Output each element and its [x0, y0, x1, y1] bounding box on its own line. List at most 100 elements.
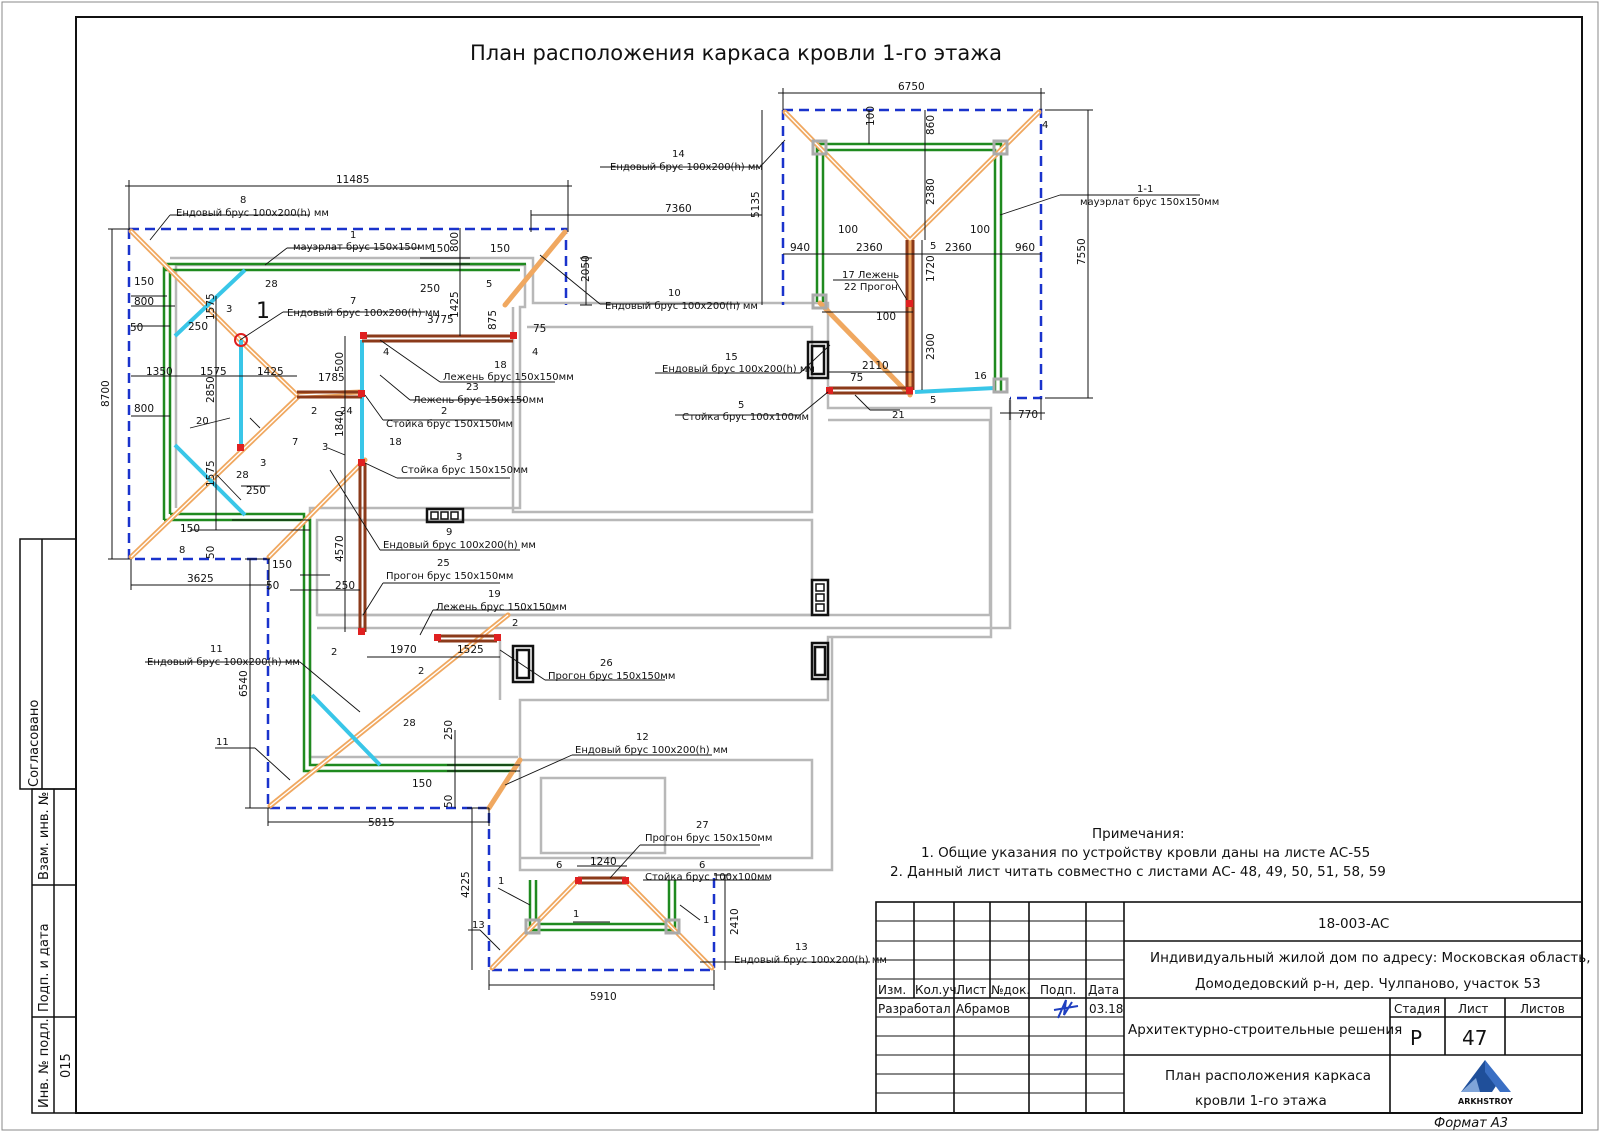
label-27-text: Прогон брус 150x150мм — [645, 833, 772, 844]
dim-770: 770 — [1018, 409, 1038, 421]
stamp-code: 18-003-АС — [1318, 916, 1389, 932]
num-3a: 3 — [226, 304, 232, 315]
stamp-header-izm: Изм. — [878, 983, 906, 997]
dim-1785: 1785 — [318, 372, 345, 384]
side-agreed: Согласовано — [27, 700, 42, 787]
mauerlat-beams — [162, 142, 1003, 932]
dim-4225: 4225 — [460, 871, 472, 898]
element-labels: 8 Ендовый брус 100x200(h) мм 1 мауэрлат … — [147, 120, 1219, 966]
valley-beams-inner — [130, 111, 1040, 969]
side-sign-date: Подп. и дата — [37, 923, 52, 1012]
num-4b: 4 — [532, 347, 538, 358]
num-24: 24 — [340, 406, 353, 417]
dim-8700: 8700 — [100, 380, 112, 407]
num-5b: 5 — [930, 241, 936, 252]
label-23-num: 23 — [466, 382, 479, 393]
logo-text: ARKHSTROY — [1458, 1097, 1513, 1106]
label-2-num: 2 — [441, 406, 447, 417]
num-8b: 8 — [179, 545, 185, 556]
num-4c: 4 — [1042, 120, 1048, 131]
label-7-text: Ендовый брус 100x200(h) мм — [287, 308, 440, 319]
side-stamp — [19, 538, 77, 1114]
dim-500: 500 — [334, 352, 346, 372]
stamp-stage: Р — [1410, 1026, 1422, 1050]
dim-1425a: 1425 — [449, 291, 461, 318]
dim-5910: 5910 — [590, 991, 617, 1003]
chimneys — [425, 340, 830, 684]
num-2a: 2 — [311, 406, 317, 417]
dim-5135: 5135 — [750, 191, 762, 218]
stamp-date: 03.18 — [1089, 1002, 1123, 1016]
notes: Примечания: 1. Общие указания по устройс… — [890, 826, 1386, 880]
num-6b: 6 — [556, 860, 562, 871]
arkhstroy-logo — [1461, 1060, 1511, 1092]
format-label: Формат А3 — [1434, 1116, 1508, 1131]
num-21: 21 — [892, 410, 905, 421]
num-2b: 2 — [512, 618, 518, 629]
dim-100a: 100 — [865, 106, 877, 126]
dim-1525: 1525 — [457, 644, 484, 656]
dim-800c: 800 — [134, 403, 154, 415]
dim-100c: 100 — [970, 224, 990, 236]
label-7-num: 7 — [350, 296, 356, 307]
dim-1575a: 1575 — [205, 293, 217, 320]
num-20: 20 — [196, 416, 209, 427]
stamp-sheet-title2: кровли 1-го этажа — [1195, 1093, 1327, 1109]
dim-1575c: 1575 — [205, 460, 217, 487]
drawing-title: План расположения каркаса кровли 1-го эт… — [470, 41, 1002, 65]
num-4a: 4 — [383, 347, 389, 358]
stamp-header-kol: Кол.уч. — [915, 983, 960, 997]
dim-4570: 4570 — [334, 535, 346, 562]
dim-1840: 1840 — [334, 410, 346, 437]
num-5c: 5 — [930, 395, 936, 406]
label-6-text: Стойка брус 100x100мм — [645, 872, 772, 883]
label-25-text: Прогон брус 150x150мм — [386, 571, 513, 582]
dim-1425b: 1425 — [257, 366, 284, 378]
label-13-num: 13 — [795, 942, 808, 953]
title-block-rows — [876, 920, 1124, 1094]
num-16: 16 — [974, 371, 987, 382]
side-inv-podl: Инв. № подл. — [37, 1018, 52, 1108]
valley-beams — [128, 109, 1042, 971]
label-17: 17 Лежень — [842, 270, 899, 281]
stamp-project-line2: Домодедовский р-н, дер. Чулпаново, участ… — [1195, 976, 1541, 992]
dim-250c: 250 — [246, 485, 266, 497]
dim-250e: 250 — [443, 720, 455, 740]
num-1a: 1 — [256, 299, 270, 324]
num-1d: 1 — [703, 915, 709, 926]
dimension-texts: 11485 8700 7360 6750 7550 5135 860 100 2… — [100, 81, 1088, 1003]
label-2-text: Стойка брус 150x150мм — [386, 419, 513, 430]
label-10-text: Ендовый брус 100x200(h) мм — [605, 301, 758, 312]
stamp-header-doc: №док. — [991, 983, 1030, 997]
dim-150d: 150 — [180, 523, 200, 535]
drawing-frame — [75, 16, 1583, 1114]
label-8-text: Ендовый брус 100x200(h) мм — [176, 208, 329, 219]
label-8-num: 8 — [240, 195, 246, 206]
dim-2360a: 2360 — [856, 242, 883, 254]
dim-860: 860 — [925, 115, 937, 135]
stamp-developer: Абрамов — [956, 1002, 1010, 1016]
dim-7550: 7550 — [1076, 238, 1088, 265]
label-23-text: Лежень брус 150x150мм — [413, 395, 544, 406]
label-1-text: мауэрлат брус 150x150мм — [293, 242, 432, 253]
label-26-num: 26 — [600, 658, 613, 669]
num-13b: 13 — [472, 920, 485, 931]
label-25-num: 25 — [437, 558, 450, 569]
num-5a: 5 — [486, 279, 492, 290]
stamp-header-list: Лист — [956, 983, 986, 997]
note-1: 1. Общие указания по устройству кровли д… — [921, 845, 1370, 861]
num-28a: 28 — [265, 279, 278, 290]
stamp-sheets-label: Листов — [1520, 1002, 1565, 1016]
dim-250a: 250 — [420, 283, 440, 295]
stamp-project-line1: Индивидуальный жилой дом по адресу: Моск… — [1150, 950, 1591, 966]
stamp-stage-label: Стадия — [1394, 1002, 1440, 1016]
dim-2850: 2850 — [205, 376, 217, 403]
dim-50a: 50 — [130, 322, 143, 334]
dim-250d: 250 — [335, 580, 355, 592]
label-9-num: 9 — [446, 527, 452, 538]
dim-50b: 50 — [205, 546, 217, 559]
num-1c: 1 — [573, 909, 579, 920]
dimension-lines — [108, 88, 1093, 990]
